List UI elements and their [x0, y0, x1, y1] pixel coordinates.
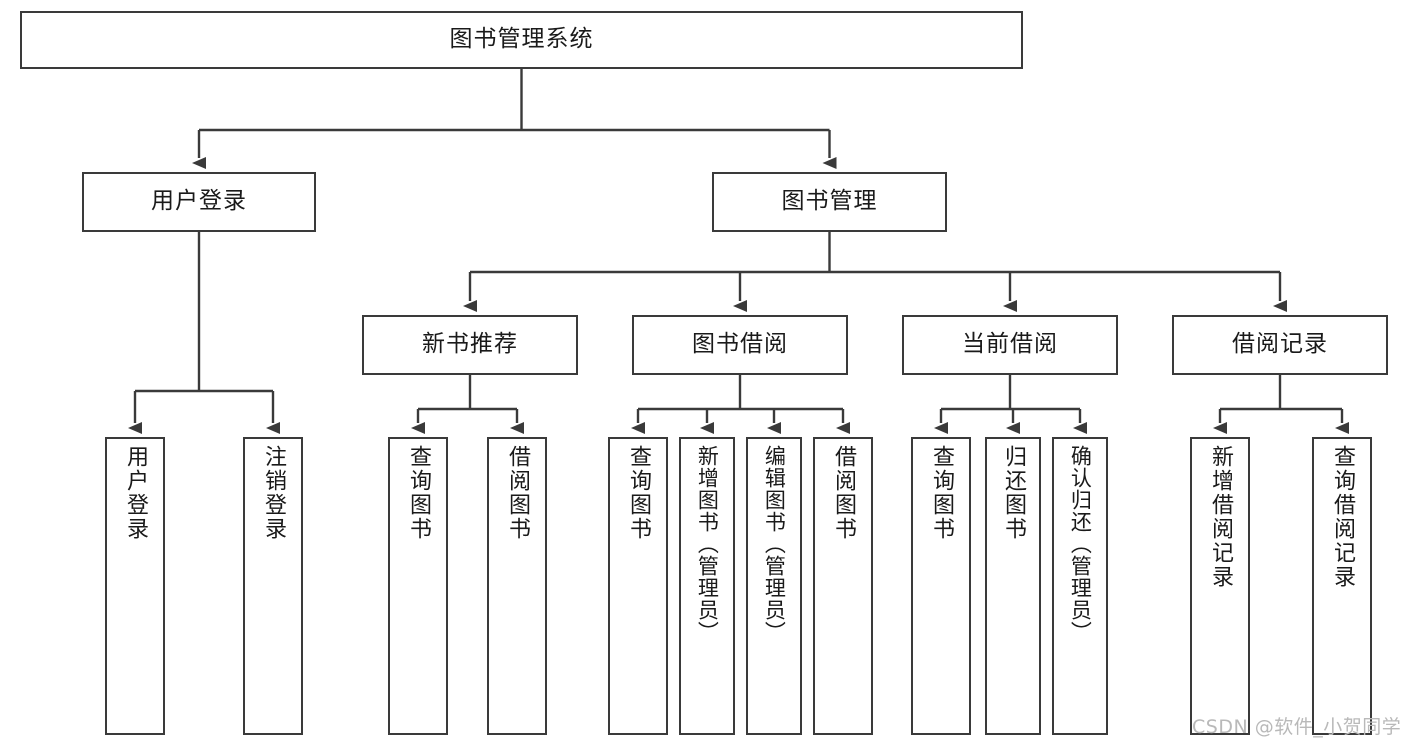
node-borrow-record[interactable]: 借阅记录 [1172, 315, 1388, 375]
node-new-book-recommend[interactable]: 新书推荐 [362, 315, 578, 375]
node-leaf-query-book-borrow[interactable]: 查询图书 [608, 437, 668, 735]
node-label: 当前借阅 [962, 331, 1058, 358]
node-label: 新书推荐 [422, 331, 518, 358]
node-leaf-borrow-book[interactable]: 借阅图书 [813, 437, 873, 735]
node-book-borrow[interactable]: 图书借阅 [632, 315, 848, 375]
node-label: 图书借阅 [692, 331, 788, 358]
node-label: 新增图书（管理员） [695, 445, 720, 643]
node-leaf-return-book[interactable]: 归还图书 [985, 437, 1041, 735]
node-leaf-confirm-return-admin[interactable]: 确认归还（管理员） [1052, 437, 1108, 735]
node-book-management[interactable]: 图书管理 [712, 172, 947, 232]
node-label: 图书管理 [781, 188, 878, 215]
watermark-text: CSDN @软件_小贺同学 [1192, 716, 1402, 738]
node-leaf-logout-login[interactable]: 注销登录 [243, 437, 303, 735]
node-label: 借阅图书 [504, 445, 530, 541]
node-label: 归还图书 [1000, 445, 1026, 541]
node-leaf-add-borrow-record[interactable]: 新增借阅记录 [1190, 437, 1250, 735]
node-label: 查询图书 [928, 445, 954, 541]
node-leaf-query-book-recommend[interactable]: 查询图书 [388, 437, 448, 735]
node-label: 查询图书 [405, 445, 431, 541]
node-label: 确认归还（管理员） [1068, 445, 1093, 643]
node-leaf-query-borrow-record[interactable]: 查询借阅记录 [1312, 437, 1372, 735]
node-label: 查询图书 [625, 445, 651, 541]
node-current-borrow[interactable]: 当前借阅 [902, 315, 1118, 375]
node-label: 图书管理系统 [449, 26, 594, 53]
node-label: 借阅记录 [1232, 331, 1328, 358]
node-leaf-edit-book-admin[interactable]: 编辑图书（管理员） [746, 437, 802, 735]
node-book-management-system[interactable]: 图书管理系统 [20, 11, 1023, 69]
node-label: 注销登录 [260, 445, 286, 541]
node-label: 借阅图书 [830, 445, 856, 541]
node-label: 用户登录 [151, 188, 247, 215]
node-user-login[interactable]: 用户登录 [82, 172, 316, 232]
node-leaf-borrow-book-recommend[interactable]: 借阅图书 [487, 437, 547, 735]
node-label: 编辑图书（管理员） [762, 445, 787, 643]
node-label: 查询借阅记录 [1329, 445, 1355, 589]
node-leaf-query-book-current[interactable]: 查询图书 [911, 437, 971, 735]
node-leaf-add-book-admin[interactable]: 新增图书（管理员） [679, 437, 735, 735]
node-label: 用户登录 [122, 445, 148, 541]
node-leaf-user-login[interactable]: 用户登录 [105, 437, 165, 735]
node-label: 新增借阅记录 [1207, 445, 1233, 589]
